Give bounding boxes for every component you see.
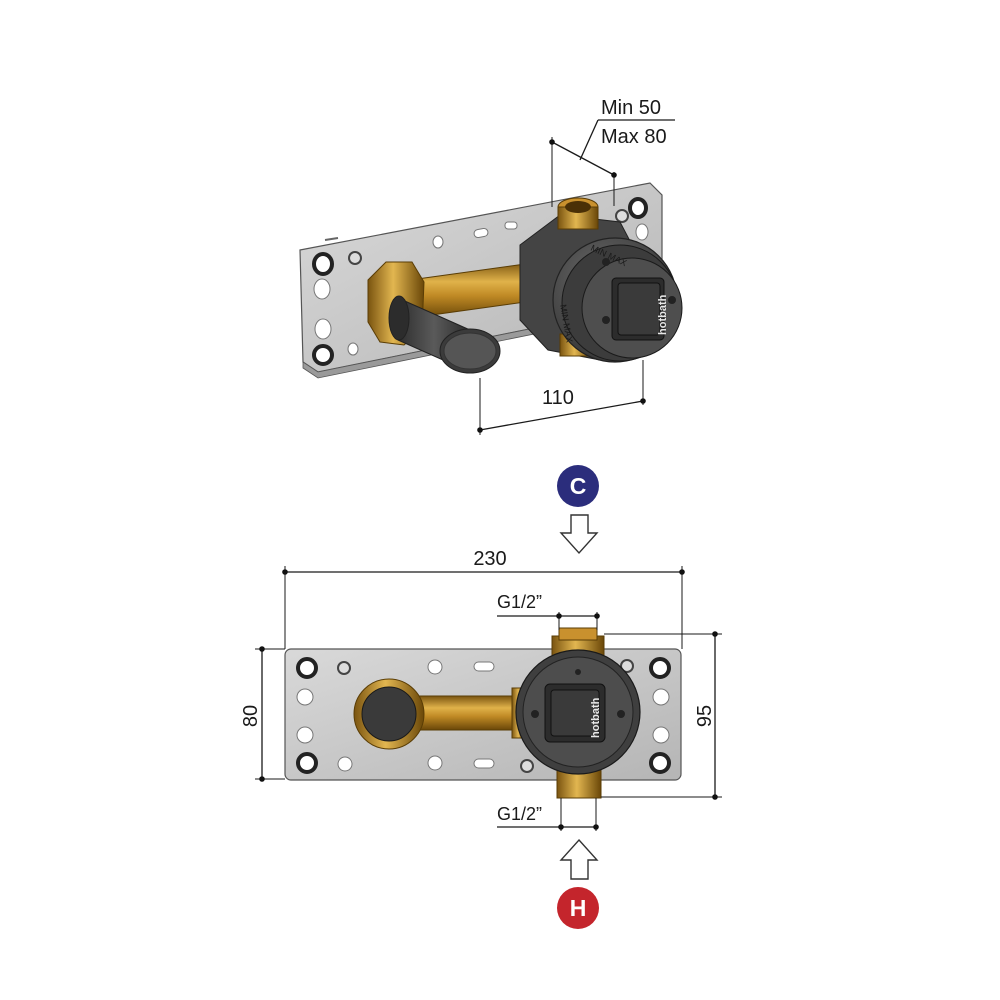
arrow-up-icon xyxy=(559,838,599,880)
isometric-view: hotbath MIN MAX MIN MAX Min 50 Max 80 11… xyxy=(299,97,683,435)
front-view: hotbath 230 80 95 xyxy=(240,548,722,831)
front-brass-pipe xyxy=(409,695,521,731)
cold-badge xyxy=(557,465,599,507)
screw xyxy=(615,209,629,223)
screw xyxy=(337,661,351,675)
cold-badge-label: C xyxy=(570,473,587,499)
min-max-dimension: Min 50 Max 80 xyxy=(549,97,675,207)
front-brand-label: hotbath xyxy=(590,697,602,738)
cold-inlet-indicator: C xyxy=(557,465,599,555)
screw xyxy=(620,659,634,673)
brand-label: hotbath xyxy=(657,294,669,335)
dim-total-height-label: 95 xyxy=(694,705,716,727)
screw xyxy=(520,759,534,773)
screw xyxy=(348,251,362,265)
dim-max-label: Max 80 xyxy=(601,126,667,148)
valve-body xyxy=(519,197,683,363)
front-stop-cap xyxy=(361,686,417,742)
plate-rubber-rings xyxy=(312,197,648,366)
arrow-down-icon xyxy=(559,514,599,555)
thread-bottom-label: G1/2” xyxy=(497,804,542,824)
dim-min-label: Min 50 xyxy=(601,97,661,119)
total-height-dimension: 95 xyxy=(601,631,722,800)
bottom-thread-dimension: G1/2” xyxy=(497,798,599,831)
dim-height-label: 80 xyxy=(240,705,262,727)
front-rubber-rings xyxy=(296,657,671,774)
hot-inlet-indicator: H xyxy=(557,838,599,929)
top-thread-dimension: G1/2” xyxy=(497,592,600,630)
depth-dimension: 110 xyxy=(477,360,646,435)
hot-badge xyxy=(557,887,599,929)
dim-depth-label: 110 xyxy=(542,387,574,409)
height-dimension: 80 xyxy=(240,646,285,782)
thread-top-label: G1/2” xyxy=(497,592,542,612)
width-dimension: 230 xyxy=(282,548,685,649)
dim-width-label: 230 xyxy=(473,548,506,570)
hot-badge-label: H xyxy=(570,895,587,921)
